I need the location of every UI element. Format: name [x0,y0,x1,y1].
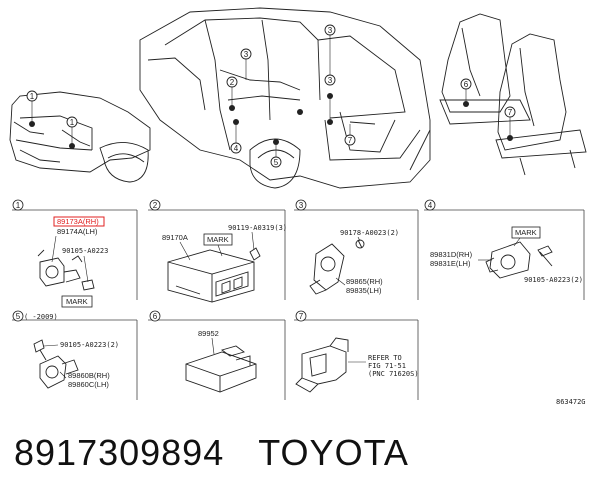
mark-label: MARK [207,235,229,244]
vehicle-front-illustration [9,91,151,183]
part-number[interactable]: 89865(RH) [346,277,383,286]
highlight-box [53,216,105,227]
figure-code: 863472G [556,398,586,406]
callout-label: 7 [508,108,513,117]
callout-label: 5 [274,158,279,167]
callout-label: 7 [348,136,353,145]
date-range-note: ( -2009) [24,313,58,321]
section-number: 7 [299,312,304,321]
footer-part-number: 8917309894 [14,432,225,473]
section-number: 2 [153,201,158,210]
part-number[interactable]: 89835(LH) [346,286,382,295]
section-number: 4 [428,201,433,210]
part-number[interactable]: 89174A(LH) [57,227,98,236]
fastener-number[interactable]: 90105-A0223(2) [524,276,583,284]
seats-illustration [439,13,587,176]
section-number: 6 [153,312,158,321]
mark-label: MARK [515,228,537,237]
section-number: 3 [299,201,304,210]
fastener-number[interactable]: 90105-A0223(2) [60,341,119,349]
part-6-module-drawing [185,345,257,393]
refer-note[interactable]: FIG 71-51 [368,362,406,370]
footer-caption: 8917309894 TOYOTA [14,432,443,474]
refer-note: (PNC 71620S) [368,370,419,378]
fastener-number[interactable]: 90105-A0223 [62,247,108,255]
part-3-sensor-drawing [309,239,365,295]
fastener-number[interactable]: 90178-A0023(2) [340,229,399,237]
footer-brand: TOYOTA [258,432,409,473]
refer-note: REFER TO [368,354,402,362]
section-number: 1 [16,201,21,210]
callout-label: 3 [328,76,333,85]
callout-label: 4 [234,144,239,153]
callout-label: 1 [30,92,35,101]
callout-label: 3 [244,50,249,59]
callout-label: 2 [230,78,235,87]
mark-label: MARK [66,297,88,306]
part-number[interactable]: 89170A [162,233,188,242]
part-number[interactable]: 89831D(RH) [430,250,473,259]
part-number[interactable]: 89952 [198,329,219,338]
fastener-number[interactable]: 90119-A0319(3) [228,224,287,232]
part-4-sensor-drawing [485,241,553,279]
part-2-ecu-drawing [167,247,261,303]
parts-diagram: 1 1 3 2 3 3 4 5 6 7 7 1 2 3 4 5 6 7 8917… [9,7,587,406]
callout-label: 3 [328,26,333,35]
part-1-sensor-drawing [37,249,95,291]
part-number-highlighted[interactable]: 89173A(RH) [57,217,99,226]
vehicle-body-illustration [139,7,431,189]
callout-label: 1 [70,118,75,127]
callout-label: 6 [464,80,469,89]
section-number: 5 [16,312,21,321]
part-5-sensor-drawing [33,339,79,389]
part-7-bracket-drawing [295,337,349,393]
part-number[interactable]: 89860C(LH) [68,380,109,389]
part-number[interactable]: 89831E(LH) [430,259,471,268]
part-number[interactable]: 89860B(RH) [68,371,110,380]
